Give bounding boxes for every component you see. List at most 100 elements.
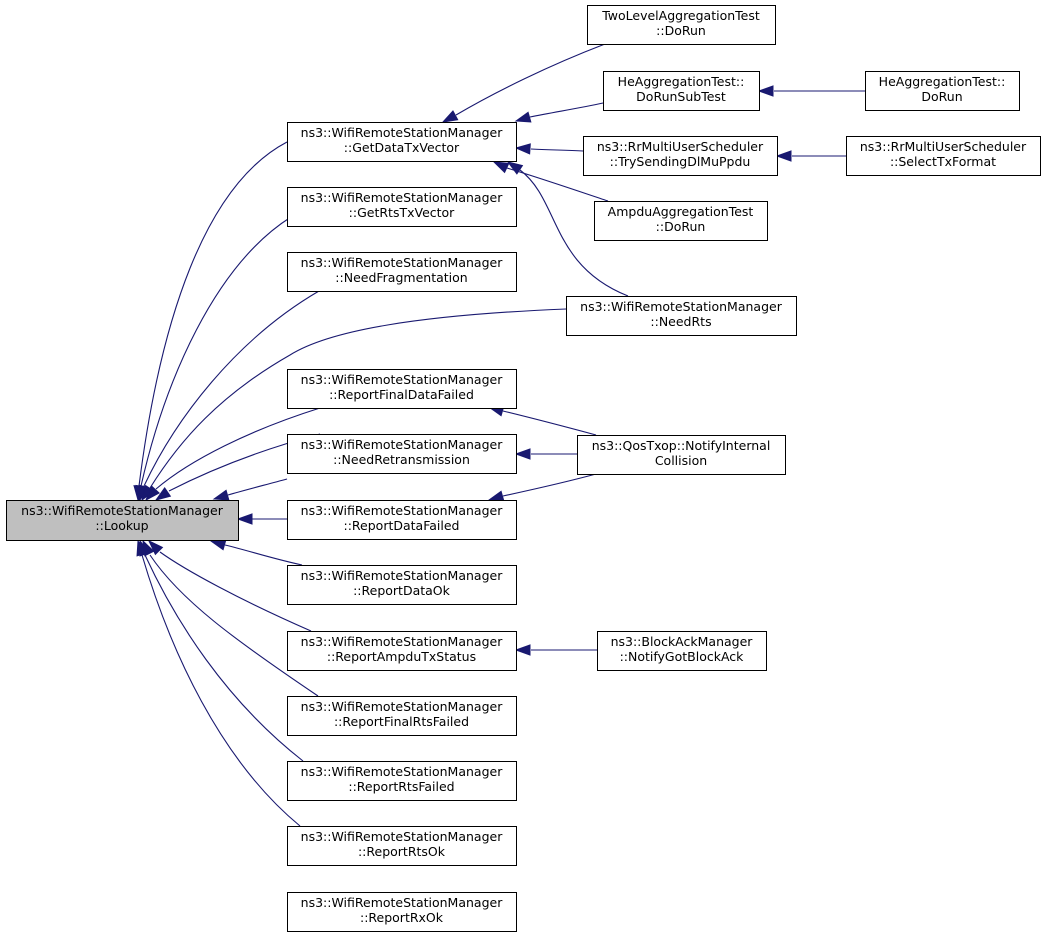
node-box	[287, 369, 517, 409]
node-label-line: ::NeedRetransmission	[333, 452, 470, 467]
node-box	[287, 696, 517, 736]
edge-qosNotify-to-reportFinalDataFailed	[487, 405, 597, 436]
node-reportDataOk[interactable]: ns3::WifiRemoteStationManager::ReportDat…	[287, 565, 517, 605]
node-label-line: ::ReportFinalRtsFailed	[334, 714, 469, 729]
edge-needRts-to-getDataTxVector	[506, 161, 629, 297]
edge-line	[149, 308, 567, 489]
node-box	[287, 631, 517, 671]
arrowhead-icon	[514, 143, 531, 155]
arrowhead-icon	[236, 513, 253, 525]
edge-line	[502, 473, 597, 497]
node-box	[577, 435, 786, 475]
edge-line	[149, 554, 319, 697]
node-box	[287, 761, 517, 801]
node-rrTrySending[interactable]: ns3::RrMultiUserScheduler::TrySendingDlM…	[583, 136, 778, 176]
node-label-line: AmpduAggregationTest	[608, 204, 754, 219]
edge-rrSelectTxFormat-to-rrTrySending	[775, 150, 846, 162]
edge-line	[502, 410, 597, 436]
arrowhead-icon	[757, 85, 774, 97]
node-getDataTxVector[interactable]: ns3::WifiRemoteStationManager::GetDataTx…	[287, 122, 517, 162]
node-reportFinalRtsFailed[interactable]: ns3::WifiRemoteStationManager::ReportFin…	[287, 696, 517, 736]
node-label-line: ::ReportRxOk	[360, 910, 444, 925]
node-reportDataFailed[interactable]: ns3::WifiRemoteStationManager::ReportDat…	[287, 500, 517, 540]
edge-line	[227, 478, 288, 496]
node-box	[846, 136, 1041, 176]
node-label-line: ::ReportRtsOk	[358, 844, 446, 859]
node-heDoRunSubTest[interactable]: HeAggregationTest::DoRunSubTest	[603, 71, 760, 111]
node-box	[597, 631, 767, 671]
node-lookup[interactable]: ns3::WifiRemoteStationManager::Lookup	[6, 500, 239, 541]
edge-line	[519, 169, 629, 297]
edge-line	[224, 544, 303, 566]
arrowhead-icon	[487, 490, 505, 502]
node-needRts[interactable]: ns3::WifiRemoteStationManager::NeedRts	[566, 296, 797, 336]
node-label-line: DoRunSubTest	[636, 89, 726, 104]
edge-getDataTxVector-to-lookup	[133, 141, 288, 502]
edge-reportDataFailed-to-lookup	[212, 478, 288, 501]
node-label-line: ns3::QosTxop::NotifyInternal	[592, 438, 771, 453]
arrowhead-icon	[441, 110, 459, 123]
node-label-line: DoRun	[921, 89, 962, 104]
node-needRetransmission[interactable]: ns3::WifiRemoteStationManager::NeedRetra…	[287, 434, 517, 474]
node-label-line: ::DoRun	[656, 23, 706, 38]
node-label-line: ns3::WifiRemoteStationManager	[301, 372, 504, 387]
node-label-line: ns3::WifiRemoteStationManager	[301, 125, 504, 140]
edge-line	[140, 216, 292, 487]
arrowhead-icon	[147, 539, 164, 556]
node-label-line: ns3::WifiRemoteStationManager	[301, 829, 504, 844]
node-box	[287, 892, 517, 932]
arrowhead-icon	[514, 111, 532, 123]
arrowhead-icon	[514, 644, 531, 656]
node-label-line: ns3::WifiRemoteStationManager	[301, 895, 504, 910]
node-box	[594, 201, 768, 241]
node-needFragmentation[interactable]: ns3::WifiRemoteStationManager::NeedFragm…	[287, 252, 517, 292]
edges-layer	[133, 43, 865, 827]
node-getRtsTxVector[interactable]: ns3::WifiRemoteStationManager::GetRtsTxV…	[287, 187, 517, 227]
node-label-line: ::NeedRts	[650, 314, 711, 329]
node-reportRxOk[interactable]: ns3::WifiRemoteStationManager::ReportRxO…	[287, 892, 517, 932]
node-ampduDoRun[interactable]: AmpduAggregationTest::DoRun	[594, 201, 768, 241]
edge-qosNotify-to-needRetransmission	[514, 448, 577, 460]
node-label-line: ns3::WifiRemoteStationManager	[301, 503, 504, 518]
node-label-line: ::Lookup	[95, 518, 148, 533]
edge-heDoRunSubTest-to-getDataTxVector	[514, 102, 604, 123]
node-reportAmpduTxStatus[interactable]: ns3::WifiRemoteStationManager::ReportAmp…	[287, 631, 517, 671]
node-blockAckNotify[interactable]: ns3::BlockAckManager::NotifyGotBlockAck	[597, 631, 767, 671]
node-reportRtsFailed[interactable]: ns3::WifiRemoteStationManager::ReportRts…	[287, 761, 517, 801]
node-reportRtsOk[interactable]: ns3::WifiRemoteStationManager::ReportRts…	[287, 826, 517, 866]
edge-reportFinalRtsFailed-to-lookup	[147, 539, 312, 632]
node-box	[287, 500, 517, 540]
node-box	[603, 71, 760, 111]
node-label-line: ns3::RrMultiUserScheduler	[597, 139, 764, 154]
edge-line	[455, 43, 606, 116]
node-label-line: ::NeedFragmentation	[335, 270, 467, 285]
node-rrSelectTxFormat[interactable]: ns3::RrMultiUserScheduler::SelectTxForma…	[846, 136, 1041, 176]
node-label-line: ::GetRtsTxVector	[349, 205, 456, 220]
node-label-line: ns3::WifiRemoteStationManager	[301, 255, 504, 270]
node-label-line: ns3::BlockAckManager	[611, 634, 754, 649]
node-label-line: ::ReportRtsFailed	[348, 779, 454, 794]
node-twoLevelDoRun[interactable]: TwoLevelAggregationTest::DoRun	[587, 5, 776, 45]
node-label-line: ns3::WifiRemoteStationManager	[301, 190, 504, 205]
edge-line	[159, 551, 312, 632]
edge-reportRxOk-to-lookup	[136, 539, 301, 827]
edge-line	[138, 141, 288, 487]
edge-reportFinalDataFailed-to-lookup	[145, 407, 321, 502]
node-label-line: ns3::WifiRemoteStationManager	[580, 299, 783, 314]
arrowhead-icon	[136, 539, 148, 557]
node-box	[587, 5, 776, 45]
node-label-line: ns3::WifiRemoteStationManager	[301, 568, 504, 583]
node-box	[287, 122, 517, 162]
arrowhead-icon	[212, 489, 230, 501]
edge-line	[529, 102, 604, 118]
node-reportFinalDataFailed[interactable]: ns3::WifiRemoteStationManager::ReportFin…	[287, 369, 517, 409]
node-label-line: ns3::WifiRemoteStationManager	[301, 634, 504, 649]
node-label-line: ::ReportAmpduTxStatus	[327, 649, 476, 664]
node-heDoRun[interactable]: HeAggregationTest::DoRun	[865, 71, 1020, 111]
arrowhead-icon	[775, 150, 792, 162]
node-box	[287, 187, 517, 227]
node-label-line: ::ReportFinalDataFailed	[329, 387, 474, 402]
node-label-line: ns3::WifiRemoteStationManager	[21, 503, 224, 518]
